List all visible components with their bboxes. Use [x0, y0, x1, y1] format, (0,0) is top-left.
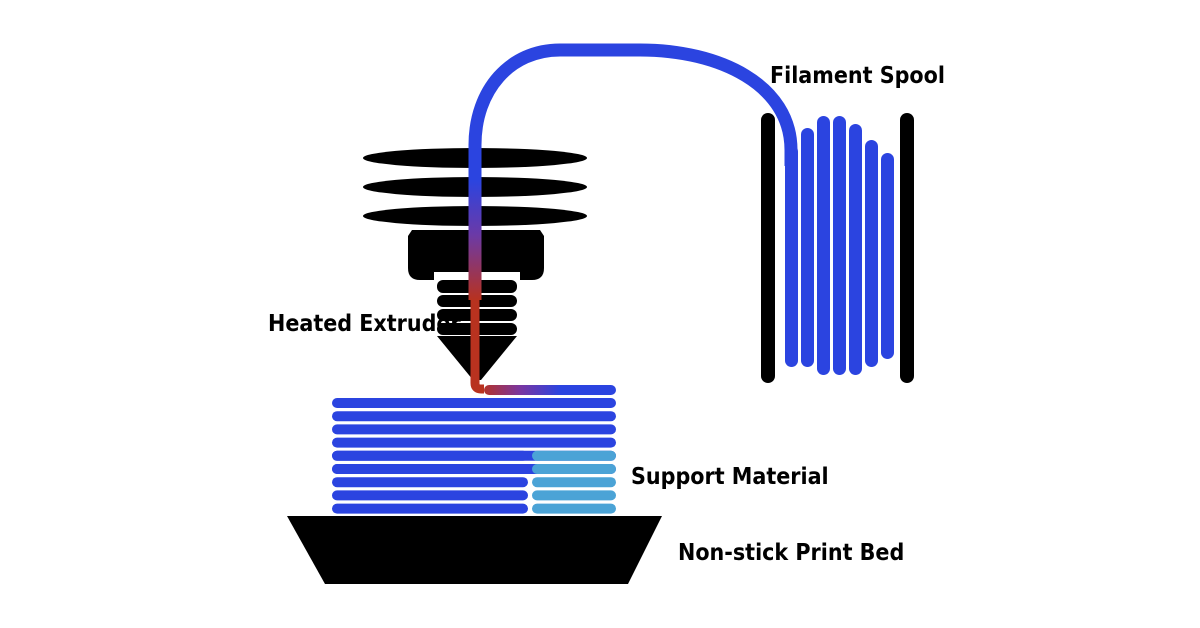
filament-melted [470, 300, 484, 394]
model-layer [332, 411, 616, 422]
spool-winding [881, 153, 894, 359]
support-layer [532, 503, 616, 514]
model-layer [332, 477, 528, 488]
model-layer [332, 424, 616, 435]
model-layer [332, 437, 616, 448]
model-layer [332, 464, 528, 474]
model-layer [332, 450, 528, 461]
spool-flange-right [900, 113, 914, 383]
filament-spool-label: Filament Spool [770, 63, 945, 89]
heated-extruder-label: Heated Extruder [268, 311, 461, 337]
support-layer [532, 450, 616, 461]
model-layer [332, 503, 528, 514]
model-layer [332, 490, 528, 501]
spool-winding [801, 128, 814, 367]
support-layer [532, 490, 616, 501]
spool-winding [833, 116, 846, 375]
support-material-label: Support Material [631, 464, 829, 490]
print-bed-label: Non-stick Print Bed [678, 540, 904, 566]
filament-spool [761, 113, 914, 383]
spool-winding [865, 140, 878, 367]
spool-winding [785, 145, 798, 367]
print-bed [287, 516, 662, 584]
support-layer [532, 477, 616, 488]
spool-winding [849, 124, 862, 375]
filament-feed [468, 43, 798, 180]
model-layer [332, 398, 616, 408]
spool-winding [817, 116, 830, 375]
printing-layer [484, 385, 616, 395]
printed-model [332, 385, 616, 514]
spool-flange-left [761, 113, 775, 383]
support-layer [532, 464, 616, 474]
